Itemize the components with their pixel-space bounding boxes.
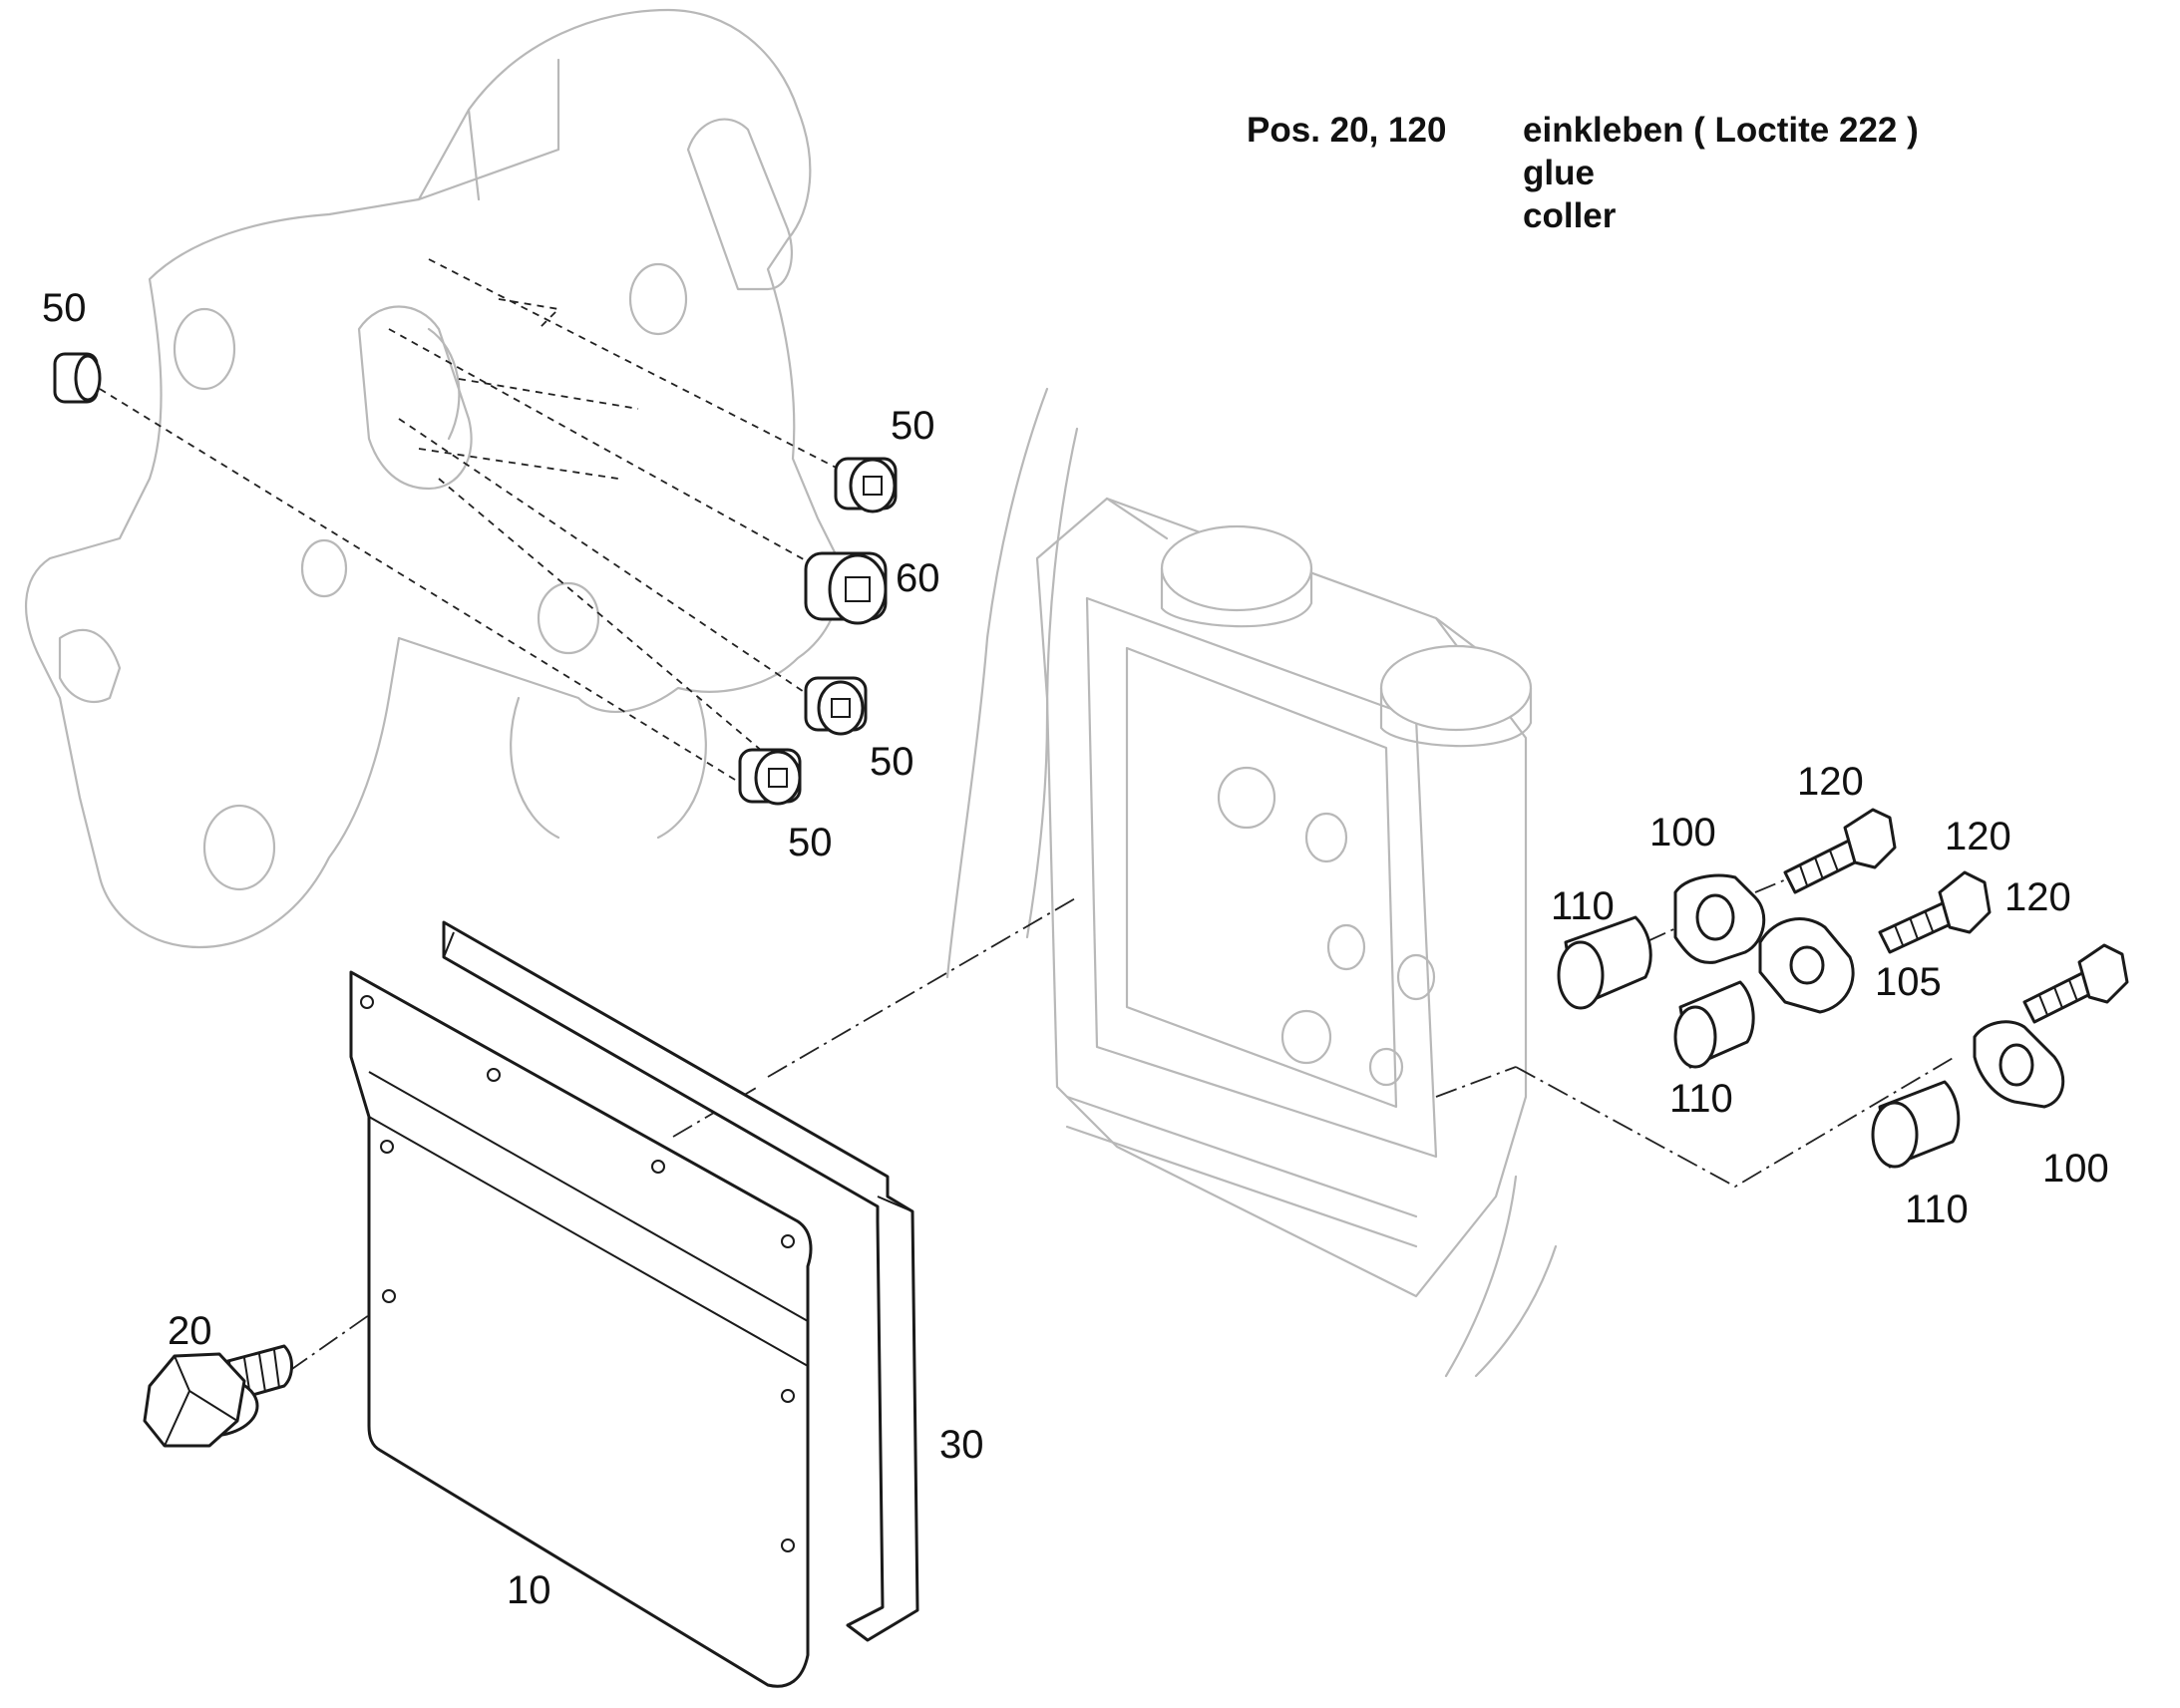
flange-100-top <box>1673 873 1766 964</box>
callout-120: 120 <box>1797 760 1864 804</box>
callout-110: 110 <box>1905 1188 1969 1231</box>
callout-50: 50 <box>870 740 914 784</box>
callout-50: 50 <box>42 286 87 330</box>
callout-100: 100 <box>2042 1147 2109 1191</box>
callout-20: 20 <box>168 1309 212 1353</box>
fitting-110-mid <box>1673 980 1755 1069</box>
bolt-120-top <box>1783 808 1897 894</box>
bolt-120-mid <box>1878 870 1992 954</box>
machine-frame-ghost <box>945 387 1558 1378</box>
note-instruction-de: einkleben ( Loctite 222 ) <box>1523 111 1919 150</box>
fitting-110-low <box>1871 1080 1961 1169</box>
cover-plate-10 <box>349 970 813 1688</box>
plug-50-lower <box>738 748 802 806</box>
flange-100-low <box>1973 1020 2065 1109</box>
bolt-120-low <box>2022 943 2129 1024</box>
callout-110: 110 <box>1669 1077 1733 1121</box>
plug-50-left <box>53 352 102 404</box>
callout-50: 50 <box>788 821 833 864</box>
bolt-20 <box>143 1344 293 1448</box>
callout-110: 110 <box>1551 884 1615 928</box>
callout-60: 60 <box>896 556 940 600</box>
callout-105: 105 <box>1875 960 1942 1004</box>
callout-30: 30 <box>939 1423 984 1467</box>
screw-plug-60 <box>804 551 888 625</box>
flange-105 <box>1758 917 1855 1014</box>
callout-120: 120 <box>2004 875 2071 919</box>
callout-10: 10 <box>507 1568 551 1612</box>
fitting-110-top <box>1557 915 1652 1010</box>
plug-50-mid <box>804 676 868 736</box>
callout-100: 100 <box>1649 811 1716 854</box>
note-position-ref: Pos. 20, 120 <box>1247 111 1446 150</box>
gasket-30 <box>442 920 919 1642</box>
mounting-bracket-ghost <box>24 8 842 949</box>
note-instruction-fr: coller <box>1523 196 1617 235</box>
callout-120: 120 <box>1945 815 2011 858</box>
plug-50-upper <box>834 457 898 513</box>
note-instruction-en: glue <box>1523 154 1595 192</box>
callout-50: 50 <box>891 404 935 448</box>
